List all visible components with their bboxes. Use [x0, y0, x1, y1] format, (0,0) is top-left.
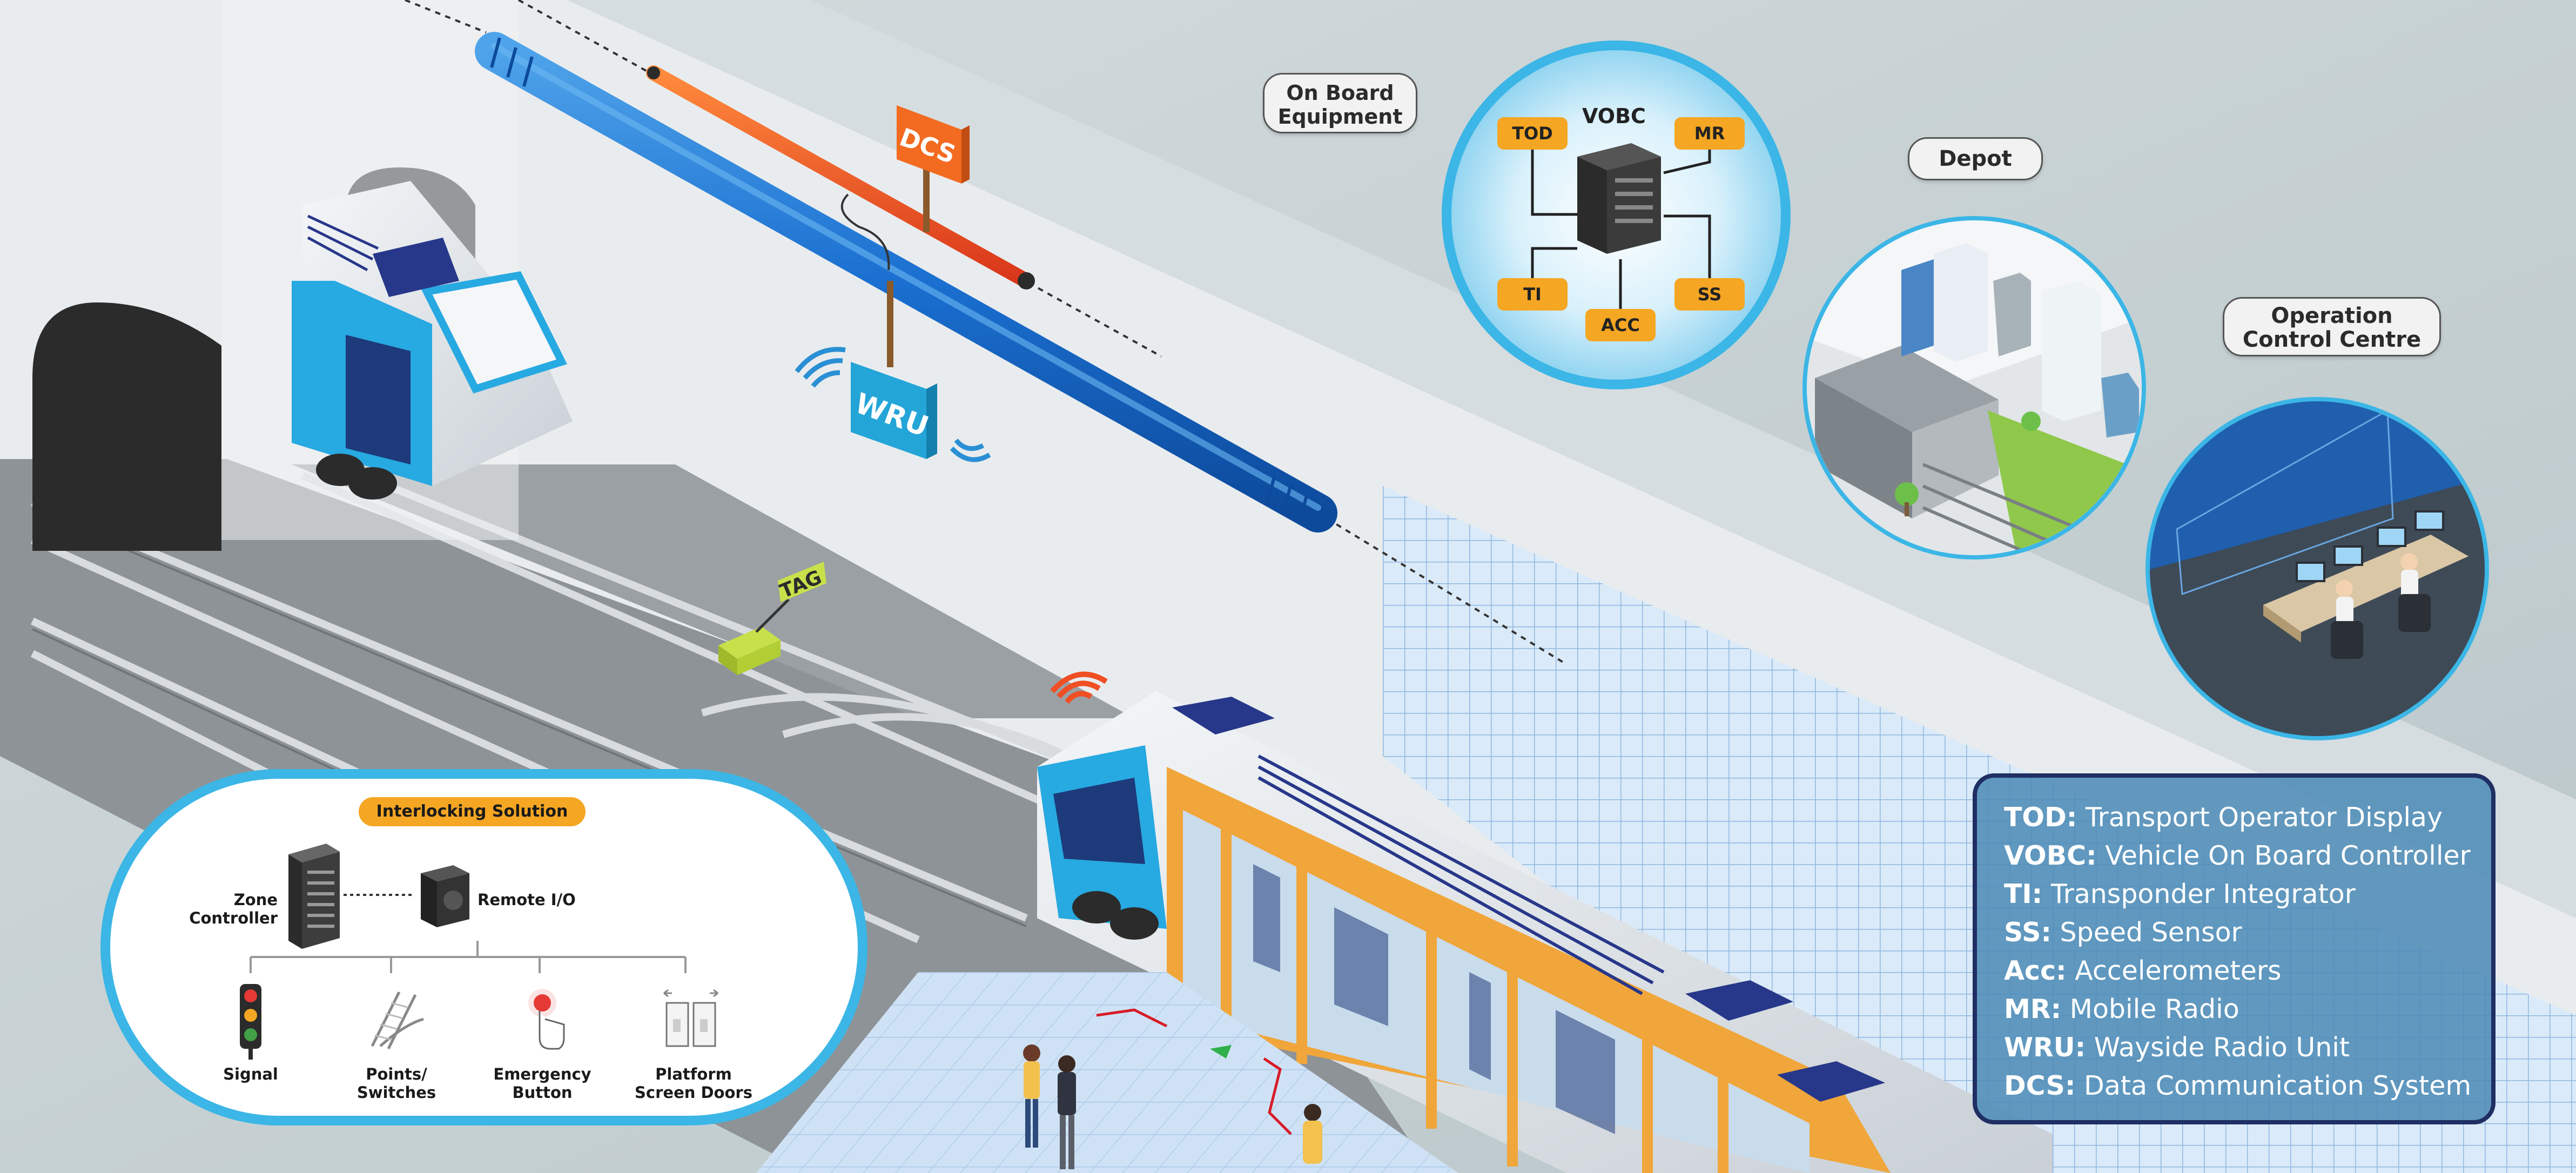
svg-text:TI: TI: [1523, 284, 1542, 305]
tag-transponder: TAG: [718, 562, 826, 675]
legend-row-vobc: VOBC: Vehicle On Board Controller: [2004, 840, 2471, 871]
svg-text:SS: SS: [1698, 284, 1722, 305]
points-switches-icon: [371, 991, 424, 1050]
zone-controller-label: Zone Controller: [189, 891, 278, 927]
wru-sign: WRU: [795, 193, 991, 462]
legend-row-ss: SS: Speed Sensor: [2004, 917, 2242, 948]
onboard-label-line2: Equipment: [1277, 105, 1403, 129]
vobc-server-icon: [1577, 143, 1661, 254]
legend-row-wru: WRU: Wayside Radio Unit: [2004, 1032, 2350, 1063]
vobc-chip-ti: TI: [1497, 278, 1568, 311]
occ-label-line1: Operation: [2271, 304, 2393, 328]
emergency-button-icon: [528, 989, 565, 1050]
remote-io-icon: [421, 865, 469, 927]
svg-text:TOD: TOD: [1512, 123, 1553, 144]
vobc-chip-mr: MR: [1674, 117, 1745, 150]
depot-illustration: [1802, 216, 2146, 559]
ceiling-slab: [567, 0, 2576, 918]
legend-row-ti: TI: Transponder Integrator: [2004, 879, 2356, 909]
svg-text:ACC: ACC: [1601, 315, 1640, 335]
cable-orange: [646, 65, 1035, 289]
vobc-chip-acc: ACC: [1585, 309, 1656, 341]
vobc-chip-ss: SS: [1674, 278, 1745, 311]
depot-label: Depot: [1908, 137, 2043, 180]
leaky-cable-blue: [475, 32, 1337, 532]
legend-panel: TOD: Transport Operator Display VOBC: Ve…: [1973, 773, 2496, 1124]
platform-markings: [1096, 1008, 1292, 1135]
interlocking-bus: [250, 941, 687, 973]
vobc-label: VOBC: [1582, 104, 1646, 128]
train-upper-left: [292, 181, 573, 500]
remote-io-label: Remote I/O: [477, 891, 576, 909]
exit-arrow-icon: [1210, 1045, 1232, 1059]
depot-label-text: Depot: [1939, 146, 2012, 171]
platform-floor: [756, 972, 1458, 1173]
wru-radio-waves-icon: [795, 347, 991, 462]
vobc-chip-tod: TOD: [1497, 117, 1568, 150]
platform-screen-doors-icon: [663, 989, 718, 1047]
train-radio-icon: [1050, 671, 1108, 704]
legend-row-mr: MR: Mobile Radio: [2004, 994, 2239, 1024]
occ-label-line2: Control Centre: [2242, 327, 2422, 352]
signal-label: Signal: [223, 1065, 278, 1083]
occ-illustration: [2145, 397, 2489, 740]
signal-icon: [240, 984, 261, 1060]
legend-row-dcs: DCS: Data Communication System: [2004, 1070, 2472, 1101]
zc-remote-link: [344, 894, 414, 896]
onboard-equipment-label: On Board Equipment: [1263, 73, 1417, 133]
train-lower: [1037, 691, 2053, 1173]
passengers: [1023, 1044, 1322, 1169]
interlocking-title: Interlocking Solution: [359, 797, 586, 826]
interlocking-panel: Interlocking Solution Zone Controller Re…: [100, 769, 867, 1125]
svg-text:MR: MR: [1694, 123, 1725, 144]
occ-operators: [2331, 553, 2431, 659]
zone-controller-icon: [288, 844, 340, 949]
legend-row-acc: Acc: Accelerometers: [2004, 955, 2282, 986]
onboard-label-line1: On Board: [1286, 81, 1394, 105]
vobc-diagram: VOBC TOD MR TI ACC SS: [1442, 41, 1791, 389]
occ-label: Operation Control Centre: [2223, 297, 2441, 356]
points-switches-label: Points/Switches: [357, 1065, 436, 1102]
dcs-sign: DCS: [896, 105, 970, 232]
depot-buildings: [1901, 243, 2139, 437]
legend-row-tod: TOD: Transport Operator Display: [2004, 802, 2443, 833]
